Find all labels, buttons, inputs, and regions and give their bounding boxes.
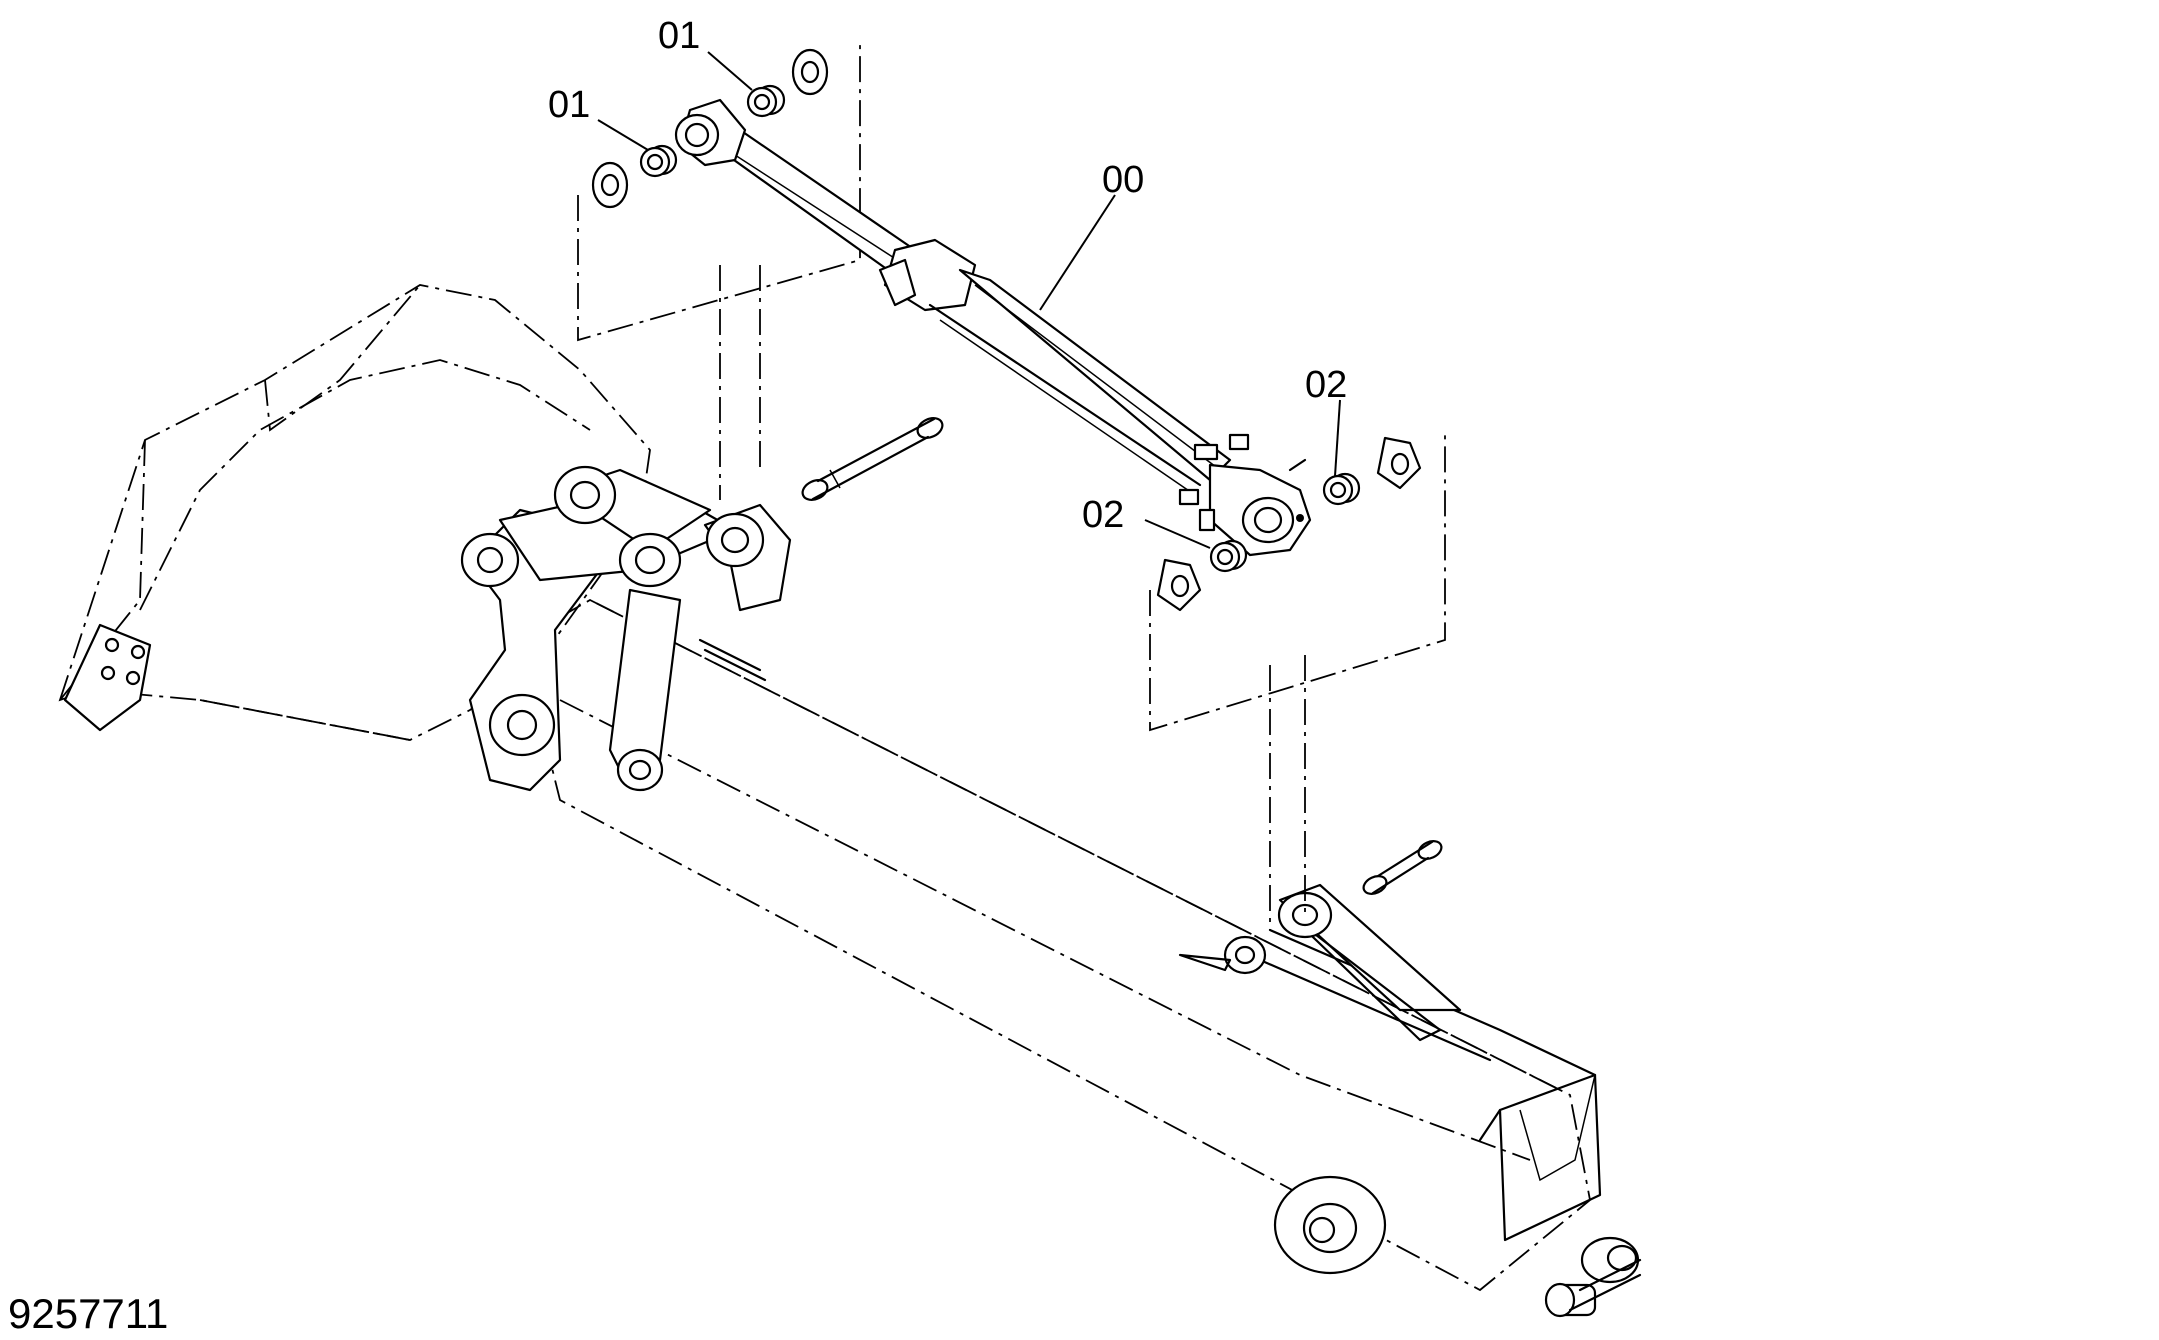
cylinder-mount-bracket xyxy=(1178,883,1462,1042)
bucket-cylinder xyxy=(674,98,1312,557)
arm-body xyxy=(518,598,1642,1318)
bucket-tooth xyxy=(63,623,152,732)
bucket-linkage xyxy=(460,465,792,792)
assembly-phantom-lines xyxy=(577,45,1446,930)
callout-01-top: 01 xyxy=(658,15,700,57)
link-pin xyxy=(801,417,944,501)
rod-end-seals xyxy=(591,48,829,209)
drawing-number: 9257711 xyxy=(8,1290,168,1337)
callout-leaders xyxy=(597,51,1341,549)
bucket xyxy=(58,284,651,741)
head-end-seals xyxy=(1156,436,1422,612)
callout-00-cylinder: 00 xyxy=(1102,159,1144,201)
callout-02-left: 02 xyxy=(1082,494,1124,536)
callout-01-left: 01 xyxy=(548,84,590,126)
rear-pin xyxy=(1544,1236,1642,1318)
mount-pin xyxy=(1362,840,1443,895)
callout-02-right: 02 xyxy=(1305,364,1347,406)
